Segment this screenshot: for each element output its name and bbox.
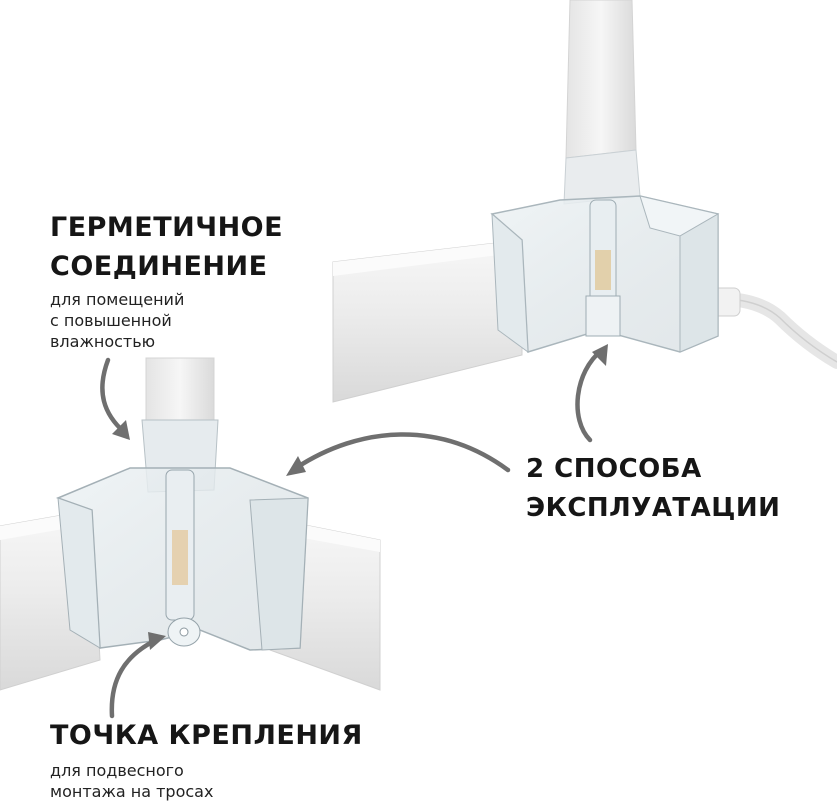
mount-subtitle-line-1: для подвесного: [50, 761, 184, 780]
arrow-mount: [109, 637, 159, 719]
sealed-title-line-1: ГЕРМЕТИЧНОЕ: [50, 212, 284, 243]
sealed-subtitle-line-2: с повышенной: [50, 311, 172, 330]
mounting-point-title: ТОЧКА КРЕПЛЕНИЯ: [50, 716, 363, 755]
usage-title-line-1: 2 СПОСОБА: [526, 454, 702, 484]
top-assembly: [332, 0, 837, 403]
arrow-usage-bottom: [293, 432, 511, 473]
sealed-connection-subtitle: для помещений с повышенной влажностью: [50, 289, 184, 352]
sealed-subtitle-line-1: для помещений: [50, 290, 185, 309]
bottom-vertical-profile: [145, 357, 215, 421]
usage-title-line-2: ЭКСПЛУАТАЦИИ: [526, 493, 781, 523]
mount-title-line-1: ТОЧКА КРЕПЛЕНИЯ: [50, 720, 363, 751]
sealed-connection-title: ГЕРМЕТИЧНОЕ СОЕДИНЕНИЕ: [50, 208, 283, 286]
top-vertical-profile: [565, 0, 637, 159]
sealed-title-line-2: СОЕДИНЕНИЕ: [50, 251, 268, 282]
mounting-point-subtitle: для подвесного монтажа на тросах: [50, 760, 213, 802]
arrow-usage-top: [575, 347, 605, 443]
mount-subtitle-line-2: монтажа на тросах: [50, 782, 214, 801]
top-horizontal-profile: [332, 239, 523, 403]
arrows: [100, 344, 608, 719]
bottom-assembly: [0, 357, 381, 691]
sealed-subtitle-line-3: влажностью: [50, 332, 156, 351]
usage-modes-title: 2 СПОСОБА ЭКСПЛУАТАЦИИ: [526, 450, 780, 528]
arrow-sealed: [100, 357, 127, 435]
